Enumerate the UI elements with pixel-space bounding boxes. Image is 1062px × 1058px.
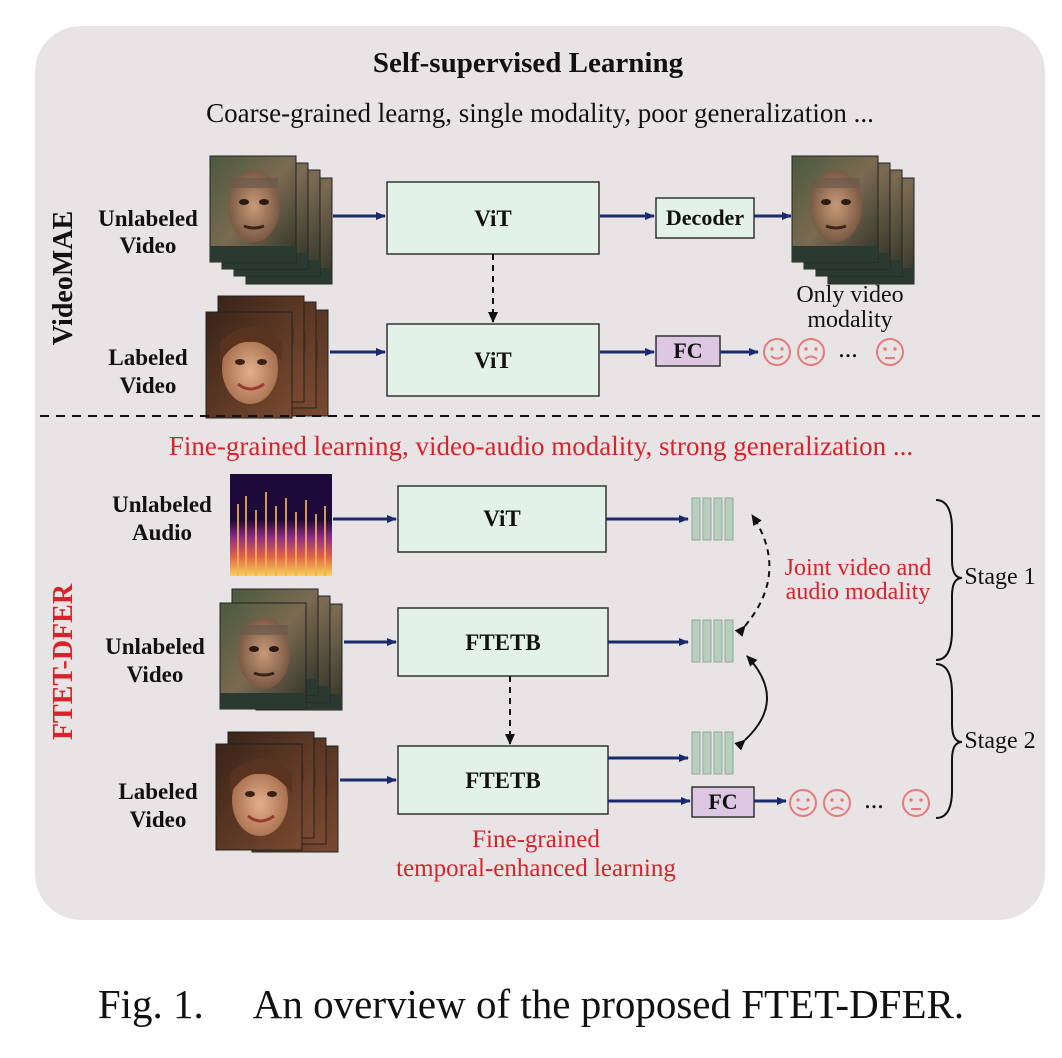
joint-modality-label-line2: audio modality [786,579,931,605]
stage1-label: Stage 1 [964,564,1035,590]
bottom-row1-vit-label: ViT [483,506,521,531]
stage2-brace [935,663,963,819]
decoder-box [655,197,755,239]
decoder-label: Decoder [666,205,744,230]
spectrogram-icon [230,474,332,576]
bottom-row1-label-line1: Unlabeled [112,492,212,517]
ftet-dfer-side-label: FTET-DFER [48,583,79,740]
joint-modality-arrow-upper [734,514,771,637]
stage2-label: Stage 2 [964,728,1035,754]
video-frames-icon [208,154,334,286]
videomae-side-label: VideoMAE [48,211,79,345]
bottom-row3-ftetb-label: FTETB [465,768,540,793]
top-faces-ellipsis: ... [838,334,858,363]
bottom-row2-label-line1: Unlabeled [105,634,205,659]
bottom-row2-label-line2: Video [127,662,184,687]
joint-modality-label-line1: Joint video and [785,555,932,581]
top-row1-vit-box [386,181,600,255]
fine-grained-note-line1: Fine-grained [472,826,600,853]
bottom-fc-label: FC [708,789,737,814]
bottom-subtitle: Fine-grained learning, video-audio modal… [169,431,913,461]
top-row1-vit-label: ViT [474,206,512,231]
top-fc-box [655,335,721,367]
top-row1-label-line2: Video [120,233,177,258]
reconstructed-video-icon [790,154,916,286]
fine-grained-note-line2: temporal-enhanced learning [396,855,676,882]
bottom-row3-label-line2: Video [130,807,187,832]
stage1-brace [935,499,963,661]
figure-title: Self-supervised Learning [373,47,684,79]
bottom-row1-label-line2: Audio [132,520,192,545]
video-frames-icon [218,587,344,712]
top-subtitle: Coarse-grained learng, single modality, … [206,98,874,128]
top-row2-vit-label: ViT [474,348,512,373]
top-row2-vit-box [386,323,600,397]
video-frames-icon [204,294,330,420]
bottom-row3-ftetb-box [397,745,609,815]
top-row2-label-line1: Labeled [108,345,187,370]
bottom-row2-ftetb-label: FTETB [465,630,540,655]
bottom-fc-box [691,786,755,818]
figure-caption: Fig. 1. An overview of the proposed FTET… [98,981,964,1027]
only-video-note-line1: Only video [796,282,903,308]
bottom-row3-label-line1: Labeled [118,779,197,804]
bottom-faces-ellipsis: ... [864,785,884,814]
joint-modality-arrow-lower [734,655,768,751]
bottom-row2-ftetb-box [397,607,609,677]
top-fc-label: FC [673,338,702,363]
only-video-note-line2: modality [807,307,892,333]
top-row1-label-line1: Unlabeled [98,206,198,231]
top-row2-label-line2: Video [120,373,177,398]
video-frames-icon [214,730,340,854]
